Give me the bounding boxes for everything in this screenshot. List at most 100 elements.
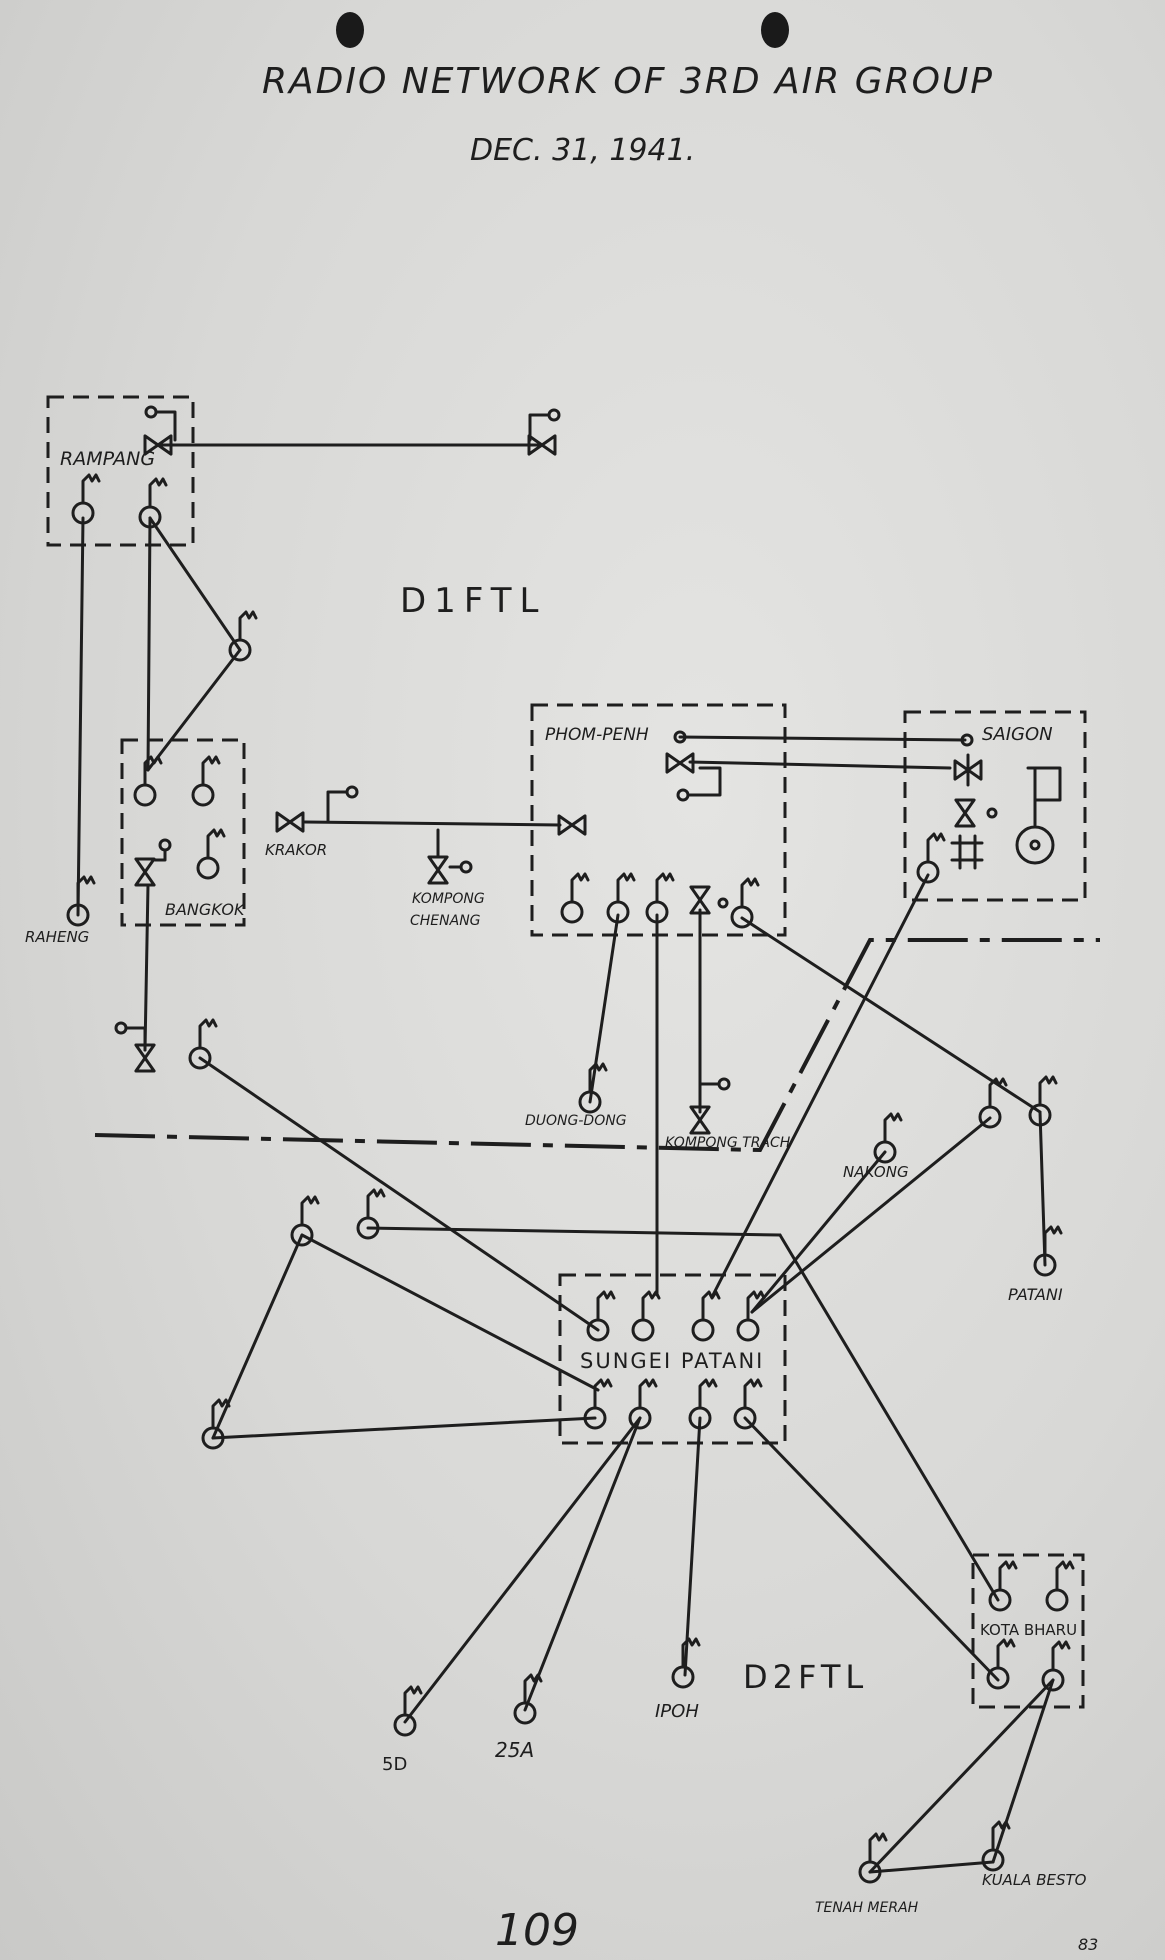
- label-tenah-merah: TENAH MERAH: [815, 1900, 919, 1916]
- bowtie-station-icon: [134, 1043, 156, 1073]
- tap-circle-icon: [144, 405, 158, 419]
- bowtie-station-icon: [427, 855, 449, 885]
- antenna-flag-icon: [926, 832, 946, 864]
- antenna-flag-icon: [300, 1195, 320, 1227]
- tap-line: [528, 413, 550, 442]
- label-krakor: KRAKOR: [265, 841, 327, 859]
- bowtie-station-icon: [143, 434, 173, 456]
- tap-line: [698, 1082, 720, 1108]
- antenna-flag-icon: [570, 872, 590, 904]
- antenna-flag-icon: [403, 1685, 423, 1717]
- tap-circle-icon: [114, 1021, 128, 1035]
- bowtie-station-icon: [557, 814, 587, 836]
- antenna-flag-icon: [698, 1378, 718, 1410]
- antenna-station-icon: [736, 1318, 760, 1342]
- diagram-date: DEC. 31, 1941.: [470, 133, 695, 168]
- bowtie-station-icon: [953, 759, 983, 781]
- dial-icon: [1015, 825, 1055, 865]
- corner-note: 83: [1078, 1935, 1098, 1954]
- antenna-flag-icon: [1051, 1640, 1071, 1672]
- dial-center-icon: [1029, 839, 1041, 851]
- antenna-flag-icon: [201, 755, 221, 787]
- antenna-flag-icon: [206, 828, 226, 860]
- antenna-flag-icon: [991, 1820, 1011, 1852]
- box-rampang: [46, 395, 195, 547]
- label-kompong-trach: KOMPONG TRACH: [665, 1135, 791, 1151]
- region-label-d1: D1FTL: [400, 581, 546, 621]
- tap-circle-icon: [547, 408, 561, 422]
- antenna-flag-icon: [746, 1290, 766, 1322]
- label-sungei-patani: SUNGEI PATANI: [580, 1349, 764, 1373]
- network-links: [76, 443, 1055, 1874]
- antenna-flag-icon: [593, 1378, 613, 1410]
- label-duong-dong: DUONG-DONG: [525, 1113, 627, 1129]
- antenna-flag-icon: [868, 1832, 888, 1864]
- antenna-station-icon: [560, 900, 584, 924]
- antenna-flag-icon: [148, 477, 168, 509]
- antenna-station-icon: [191, 783, 215, 807]
- antenna-station-icon: [671, 1665, 695, 1689]
- box-saigon: [903, 710, 1087, 902]
- antenna-flag-icon: [1055, 1560, 1075, 1592]
- grid-icon: [950, 834, 984, 870]
- antenna-flag-icon: [616, 872, 636, 904]
- bowtie-station-icon: [134, 857, 156, 887]
- label-5d: 5D: [382, 1754, 407, 1775]
- antenna-station-icon: [691, 1318, 715, 1342]
- bowtie-station-icon: [527, 434, 557, 456]
- boundary-line-north: [94, 938, 1100, 1153]
- label-phnom-penh: PHOM-PENH: [545, 725, 649, 745]
- punch-hole-left: [336, 12, 364, 48]
- bowtie-station-icon: [689, 885, 711, 915]
- label-kuala-besto: KUALA BESTO: [982, 1871, 1087, 1889]
- label-kota-bharu: KOTA BHARU: [980, 1621, 1077, 1639]
- antenna-flag-icon: [238, 610, 258, 642]
- antenna-station-icon: [631, 1318, 655, 1342]
- antenna-flag-icon: [996, 1638, 1016, 1670]
- tap-line: [125, 1026, 147, 1052]
- tap-line: [326, 790, 348, 824]
- tap-circle-icon: [673, 730, 687, 744]
- antenna-flag-icon: [596, 1290, 616, 1322]
- tap-circle-icon: [717, 897, 729, 909]
- antenna-flag-icon: [641, 1290, 661, 1322]
- antenna-flag-icon: [588, 1062, 608, 1094]
- bowtie-station-icon: [954, 798, 976, 828]
- antenna-station-icon: [988, 1588, 1012, 1612]
- antenna-flag-icon: [655, 872, 675, 904]
- region-label-d2: D2FTL: [743, 1658, 868, 1696]
- antenna-flag-icon: [998, 1560, 1018, 1592]
- label-patani: PATANI: [1008, 1285, 1063, 1304]
- antenna-station-icon: [196, 856, 220, 880]
- antenna-station-icon: [133, 783, 157, 807]
- antenna-station-icon: [916, 860, 940, 884]
- diagram-title: RADIO NETWORK OF 3RD AIR GROUP: [262, 61, 994, 102]
- label-raheng: RAHENG: [25, 928, 89, 946]
- antenna-flag-icon: [681, 1637, 701, 1669]
- antenna-station-icon: [393, 1713, 417, 1737]
- antenna-station-icon: [1045, 1588, 1069, 1612]
- tap-circle-icon: [676, 788, 690, 802]
- bowtie-station-icon: [275, 811, 305, 833]
- box-bangkok: [120, 738, 246, 927]
- tap-circle-icon: [986, 807, 998, 819]
- antenna-flag-icon: [76, 875, 96, 907]
- antenna-flag-icon: [366, 1188, 386, 1220]
- station-symbols: [66, 405, 1075, 1884]
- label-25a: 25A: [495, 1738, 534, 1762]
- tap-line: [688, 766, 722, 797]
- antenna-flag-icon: [143, 755, 163, 787]
- tap-circle-icon: [345, 785, 359, 799]
- tap-circle-icon: [960, 733, 974, 747]
- antenna-flag-icon: [523, 1673, 543, 1705]
- page-number: 109: [495, 1905, 579, 1956]
- label-saigon: SAIGON: [982, 724, 1053, 745]
- antenna-flag-icon: [211, 1398, 231, 1430]
- punch-hole-right: [761, 12, 789, 48]
- flag-icon: [1026, 766, 1062, 827]
- label-ipoh: IPOH: [655, 1701, 699, 1722]
- label-bangkok: BANGKOK: [165, 900, 246, 919]
- antenna-flag-icon: [1043, 1225, 1063, 1257]
